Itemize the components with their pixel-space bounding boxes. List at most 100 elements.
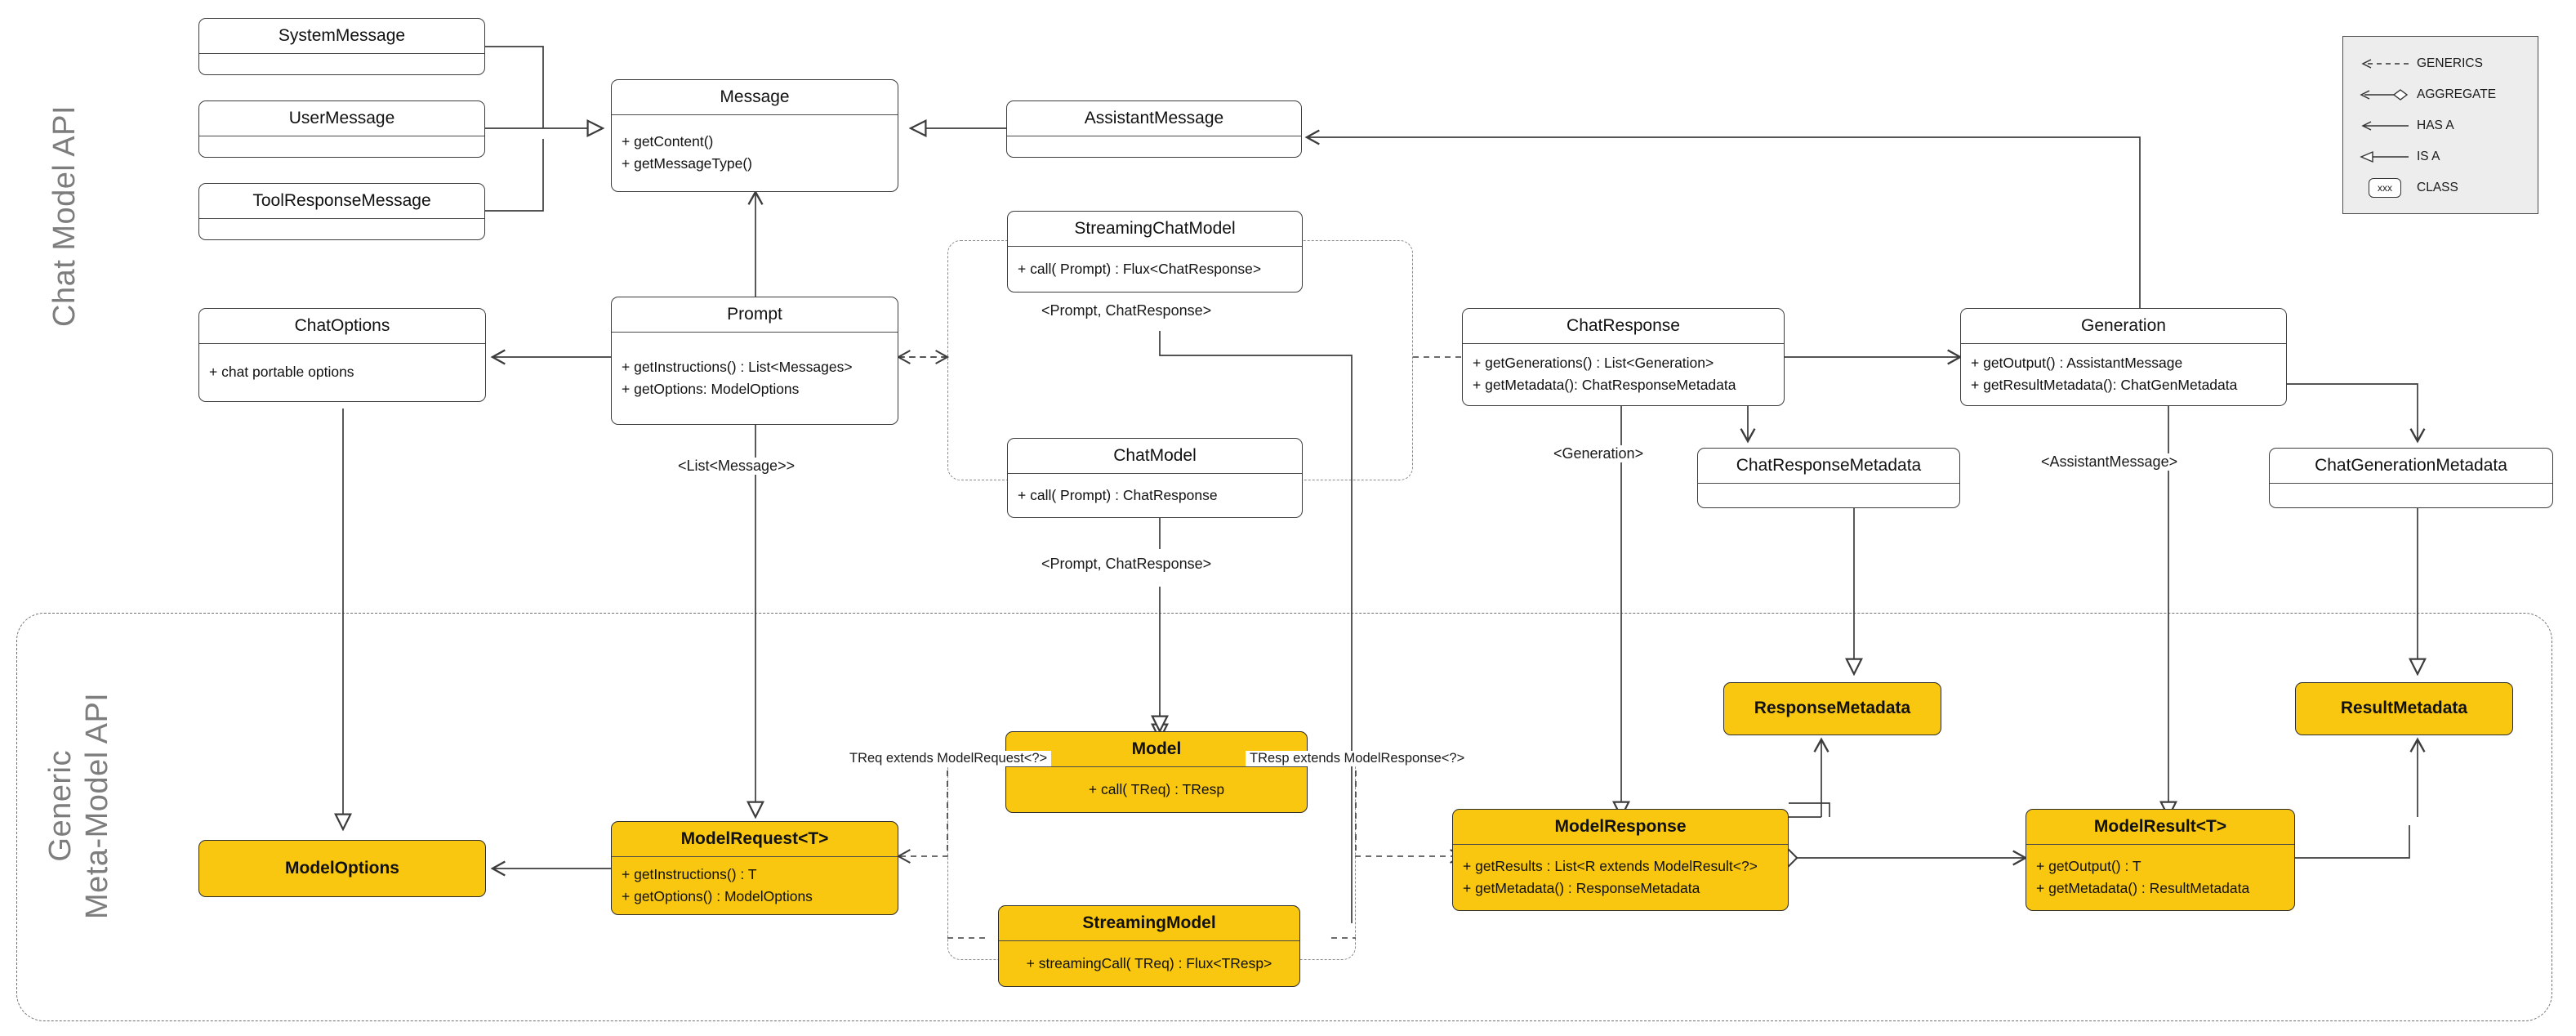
class-title: Message <box>720 87 790 106</box>
class-members: + getInstructions() : List<Messages> + g… <box>612 332 898 424</box>
class-member: + getOutput() : T <box>2036 857 2141 874</box>
class-streaming-chat-model[interactable]: StreamingChatModel + call( Prompt) : Flu… <box>1007 211 1303 292</box>
legend-label: HAS A <box>2417 118 2454 132</box>
class-members: + call( TReq) : TResp <box>1006 766 1307 812</box>
class-streaming-model[interactable]: StreamingModel + streamingCall( TReq) : … <box>998 905 1300 987</box>
class-title: ResultMetadata <box>2340 699 2468 718</box>
class-model[interactable]: Model + call( TReq) : TResp <box>1005 731 1308 813</box>
class-chat-model[interactable]: ChatModel + call( Prompt) : ChatResponse <box>1007 438 1303 518</box>
class-members: + streamingCall( TReq) : Flux<TResp> <box>999 940 1299 986</box>
class-response-metadata[interactable]: ResponseMetadata <box>1723 682 1941 735</box>
class-system-message[interactable]: SystemMessage <box>198 18 485 75</box>
class-title: Generation <box>2081 316 2166 335</box>
class-chat-options[interactable]: ChatOptions + chat portable options <box>198 308 486 402</box>
class-message[interactable]: Message + getContent() + getMessageType(… <box>611 79 898 192</box>
class-result-metadata[interactable]: ResultMetadata <box>2295 682 2513 735</box>
class-member: + getResultMetadata(): ChatGenMetadata <box>1971 377 2238 394</box>
class-generation[interactable]: Generation + getOutput() : AssistantMess… <box>1960 308 2287 406</box>
class-title: StreamingModel <box>1082 913 1216 932</box>
aggregate-arrow-icon <box>2353 88 2417 101</box>
class-member: + getResults : List<R extends ModelResul… <box>1463 857 1758 874</box>
legend-row-class: xxx CLASS <box>2353 172 2528 203</box>
has-a-arrow-icon <box>2353 120 2417 132</box>
class-member: + getMetadata(): ChatResponseMetadata <box>1473 377 1736 394</box>
class-members: + chat portable options <box>199 343 485 401</box>
class-members: + call( Prompt) : ChatResponse <box>1008 473 1302 517</box>
legend-label: CLASS <box>2417 181 2458 194</box>
class-member: + getOptions() : ModelOptions <box>622 887 813 904</box>
class-assistant-message[interactable]: AssistantMessage <box>1006 100 1302 158</box>
caption-line-1: Generic <box>43 750 78 862</box>
caption-line-2: Meta-Model API <box>79 692 114 919</box>
legend-label: AGGREGATE <box>2417 87 2497 101</box>
class-title: ModelRequest<T> <box>680 829 829 848</box>
class-member: + getOutput() : AssistantMessage <box>1971 355 2183 372</box>
class-members <box>1007 136 1301 157</box>
class-title: ModelResponse <box>1554 817 1687 836</box>
class-member: + getMessageType() <box>622 155 753 172</box>
class-member: + getGenerations() : List<Generation> <box>1473 355 1714 372</box>
class-members: + getOutput() : T + getMetadata() : Resu… <box>2026 844 2294 910</box>
legend-panel: GENERICS AGGREGATE HAS A <box>2342 36 2538 214</box>
class-members <box>199 136 484 157</box>
edge-label-generation: <Generation> <box>1549 445 1648 462</box>
edge-label-list-message: <List<Message>> <box>674 458 800 475</box>
legend-label: GENERICS <box>2417 56 2483 70</box>
class-members: + getGenerations() : List<Generation> + … <box>1463 343 1784 405</box>
class-title: ModelOptions <box>285 858 399 877</box>
edge-label-tresp-extends: TResp extends ModelResponse<?> <box>1246 751 1469 766</box>
generics-arrow-icon <box>2353 58 2417 69</box>
class-title: ChatResponseMetadata <box>1736 456 1922 475</box>
class-member: + streamingCall( TReq) : Flux<TResp> <box>1026 954 1272 971</box>
class-members <box>199 53 484 74</box>
edge-label-prompt-chatresponse-bottom: <Prompt, ChatResponse> <box>1037 556 1216 573</box>
class-member: + call( TReq) : TResp <box>1088 780 1225 797</box>
class-chat-response[interactable]: ChatResponse + getGenerations() : List<G… <box>1462 308 1785 406</box>
class-model-options[interactable]: ModelOptions <box>198 840 486 897</box>
class-title: ChatOptions <box>294 316 390 335</box>
class-user-message[interactable]: UserMessage <box>198 100 485 158</box>
class-members <box>199 218 484 239</box>
class-title: UserMessage <box>288 109 395 127</box>
edge-label-prompt-chatresponse-top: <Prompt, ChatResponse> <box>1037 302 1216 319</box>
class-member: + getInstructions() : T <box>622 865 757 882</box>
class-members <box>2270 483 2552 507</box>
class-chat-response-metadata[interactable]: ChatResponseMetadata <box>1697 448 1960 508</box>
class-member: + call( Prompt) : ChatResponse <box>1018 486 1218 503</box>
class-title: Model <box>1131 739 1182 758</box>
class-member: + getMetadata() : ResultMetadata <box>2036 879 2250 896</box>
class-member: + getContent() <box>622 133 714 150</box>
class-chip-text: xxx <box>2369 178 2401 198</box>
class-prompt[interactable]: Prompt + getInstructions() : List<Messag… <box>611 297 898 425</box>
is-a-arrow-icon <box>2353 150 2417 163</box>
class-title: ModelResult<T> <box>2093 817 2227 836</box>
class-model-response[interactable]: ModelResponse + getResults : List<R exte… <box>1452 809 1789 911</box>
class-model-result[interactable]: ModelResult<T> + getOutput() : T + getMe… <box>2026 809 2295 911</box>
class-member: + getMetadata() : ResponseMetadata <box>1463 879 1700 896</box>
legend-row-is-a: IS A <box>2353 141 2528 172</box>
class-member: + call( Prompt) : Flux<ChatResponse> <box>1018 260 1262 277</box>
class-members: + getInstructions() : T + getOptions() :… <box>612 856 898 914</box>
class-members: + getContent() + getMessageType() <box>612 114 898 191</box>
legend-row-aggregate: AGGREGATE <box>2353 79 2528 110</box>
class-members <box>1698 483 1959 507</box>
class-title: ChatModel <box>1113 446 1197 465</box>
class-title: SystemMessage <box>278 26 406 45</box>
class-member: + chat portable options <box>209 364 354 381</box>
class-model-request[interactable]: ModelRequest<T> + getInstructions() : T … <box>611 821 898 915</box>
class-title: ChatGenerationMetadata <box>2315 456 2507 475</box>
class-title: ChatResponse <box>1567 316 1680 335</box>
class-chat-generation-metadata[interactable]: ChatGenerationMetadata <box>2269 448 2553 508</box>
class-tool-response-message[interactable]: ToolResponseMessage <box>198 183 485 240</box>
class-member: + getOptions: ModelOptions <box>622 380 800 397</box>
class-title: StreamingChatModel <box>1074 219 1236 238</box>
class-members: + call( Prompt) : Flux<ChatResponse> <box>1008 246 1302 292</box>
class-title: AssistantMessage <box>1084 109 1224 127</box>
class-member: + getInstructions() : List<Messages> <box>622 358 853 375</box>
legend-row-has-a: HAS A <box>2353 110 2528 141</box>
class-members: + getOutput() : AssistantMessage + getRe… <box>1961 343 2286 405</box>
section-caption-chat-model-api: Chat Model API <box>47 105 82 327</box>
edge-label-treq-extends: TReq extends ModelRequest<?> <box>845 751 1052 766</box>
